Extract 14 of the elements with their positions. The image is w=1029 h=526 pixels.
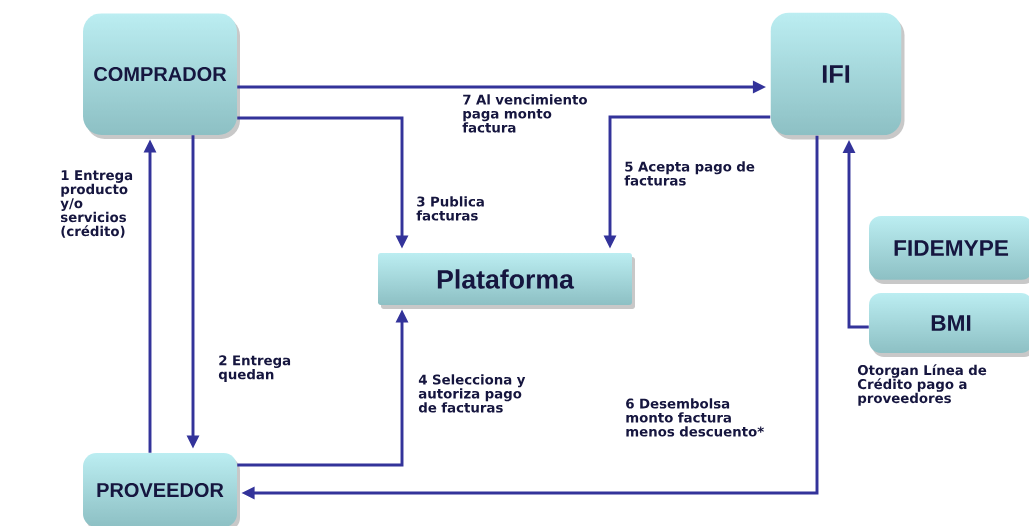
edge-label: 5 Acepta pago de facturas bbox=[624, 161, 755, 186]
edge-label: 1 Entrega producto y/o servicios (crédito) bbox=[60, 170, 133, 238]
edge-label: 7 Al vencimiento paga monto factura bbox=[462, 94, 587, 133]
edge-label: 4 Selecciona y autoriza pago de facturas bbox=[418, 374, 526, 413]
process-box: BMI bbox=[869, 293, 1029, 357]
edge-label: 2 Entrega quedan bbox=[218, 355, 291, 382]
process-box: PROVEEDOR bbox=[83, 453, 240, 526]
process-box: FIDEMYPE bbox=[869, 216, 1029, 284]
note-text: Otorgan Línea de Crédito pago a proveedores bbox=[857, 364, 987, 406]
process-box: IFI bbox=[770, 12, 905, 140]
process-box: Plataforma bbox=[378, 253, 635, 309]
edge-label: 3 Publica facturas bbox=[416, 196, 484, 221]
edge-label: 6 Desembolsa monto factura menos descuento* bbox=[626, 398, 764, 437]
process-box: COMPRADOR bbox=[83, 13, 240, 139]
